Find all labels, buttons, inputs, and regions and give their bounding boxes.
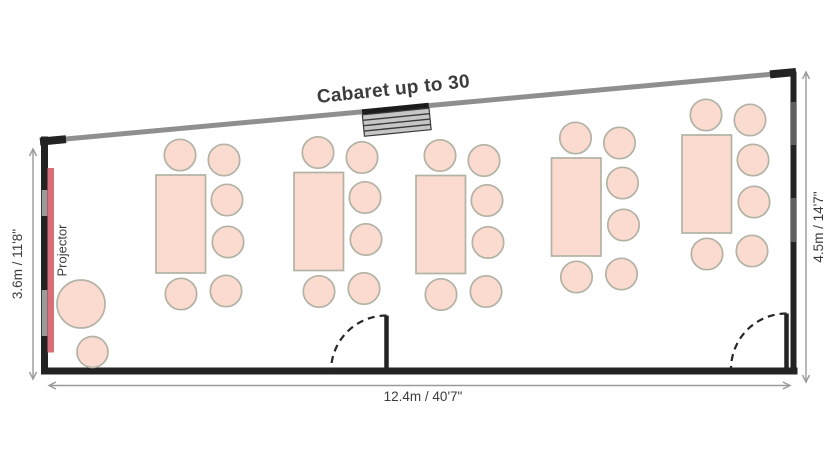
stool bbox=[76, 335, 109, 369]
table bbox=[681, 134, 733, 234]
chair bbox=[467, 143, 501, 178]
cabaret-table-group bbox=[415, 138, 505, 312]
chair bbox=[469, 274, 503, 309]
chair bbox=[301, 135, 335, 170]
chair bbox=[604, 257, 639, 291]
chair bbox=[163, 138, 197, 172]
screen-top-bar bbox=[361, 102, 429, 115]
chair bbox=[736, 143, 770, 177]
chair bbox=[471, 225, 505, 260]
chair bbox=[210, 183, 244, 217]
door-swing-arc bbox=[729, 312, 787, 370]
room-width-label: 12.4m / 40'7" bbox=[384, 389, 463, 404]
table bbox=[155, 174, 207, 274]
chair bbox=[349, 222, 383, 257]
cabaret-table-group bbox=[550, 121, 641, 294]
chair bbox=[209, 274, 243, 308]
chair bbox=[559, 260, 594, 294]
chair bbox=[345, 140, 379, 175]
doors bbox=[329, 312, 789, 372]
chair bbox=[164, 277, 198, 311]
chair bbox=[606, 208, 641, 242]
door-swing-arc bbox=[329, 314, 387, 372]
chair bbox=[302, 274, 336, 309]
room-left-height-label: 3.6m / 11'8" bbox=[10, 229, 25, 299]
chair bbox=[735, 234, 769, 268]
cabaret-table-group bbox=[293, 135, 383, 309]
projector-strip bbox=[47, 168, 54, 353]
chair bbox=[737, 185, 771, 219]
chair bbox=[207, 143, 241, 177]
table bbox=[550, 157, 602, 257]
projector-label: Projector bbox=[55, 224, 70, 277]
chair bbox=[470, 183, 504, 218]
chair bbox=[558, 121, 593, 155]
projection-screen-icon bbox=[361, 102, 432, 137]
furniture-layer bbox=[56, 98, 771, 369]
chair bbox=[424, 277, 458, 312]
dimension-annotations: 12.4m / 40'7" 3.6m / 11'8" 4.5m / 14'7" bbox=[10, 70, 826, 404]
cabaret-table-group bbox=[681, 98, 771, 271]
chair bbox=[602, 126, 637, 160]
chair bbox=[211, 225, 245, 259]
chair bbox=[690, 237, 724, 271]
chair bbox=[347, 271, 381, 306]
chair bbox=[348, 180, 382, 215]
screen-slat-lines bbox=[362, 112, 431, 132]
table bbox=[415, 174, 467, 275]
room-right-height-label: 4.5m / 14'7" bbox=[811, 191, 826, 262]
chair bbox=[423, 138, 457, 173]
chair bbox=[605, 166, 640, 200]
round-table bbox=[56, 279, 106, 329]
chair bbox=[733, 103, 767, 137]
chair bbox=[689, 98, 723, 132]
table bbox=[293, 171, 345, 272]
cabaret-table-group bbox=[155, 138, 245, 311]
